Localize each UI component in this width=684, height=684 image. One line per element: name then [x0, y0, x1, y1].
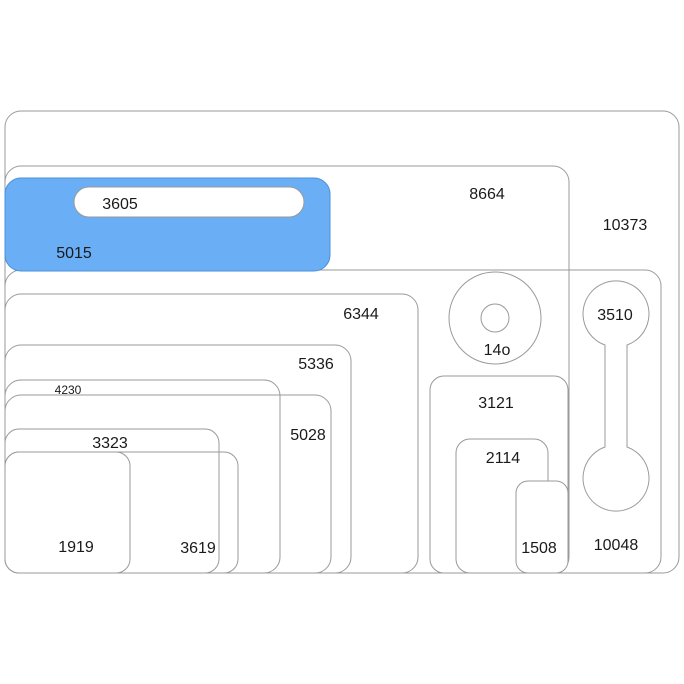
shape-3510 — [582, 280, 650, 512]
label-10048: 10048 — [594, 537, 639, 554]
label-3121: 3121 — [478, 395, 514, 412]
label-2114: 2114 — [486, 450, 521, 467]
label-5336: 5336 — [298, 356, 334, 373]
label-6344: 6344 — [343, 306, 379, 323]
label-8664: 8664 — [469, 186, 505, 203]
label-5015: 5015 — [56, 245, 92, 262]
label-1508: 1508 — [521, 540, 557, 557]
shape-14o-inner — [480, 303, 510, 333]
shape-3605 — [73, 186, 305, 218]
label-3619: 3619 — [180, 540, 216, 557]
label-1919: 1919 — [58, 539, 94, 556]
label-5028: 5028 — [290, 427, 326, 444]
shape-1919 — [4, 451, 131, 574]
label-3510: 3510 — [597, 307, 633, 324]
label-10373: 10373 — [603, 217, 648, 234]
label-4230: 4230 — [55, 383, 82, 397]
shape-1508 — [515, 480, 569, 574]
label-14o: 14o — [484, 342, 511, 359]
label-3323: 3323 — [92, 435, 128, 452]
label-3605: 3605 — [102, 196, 138, 213]
shape-14o-outer — [448, 271, 542, 365]
